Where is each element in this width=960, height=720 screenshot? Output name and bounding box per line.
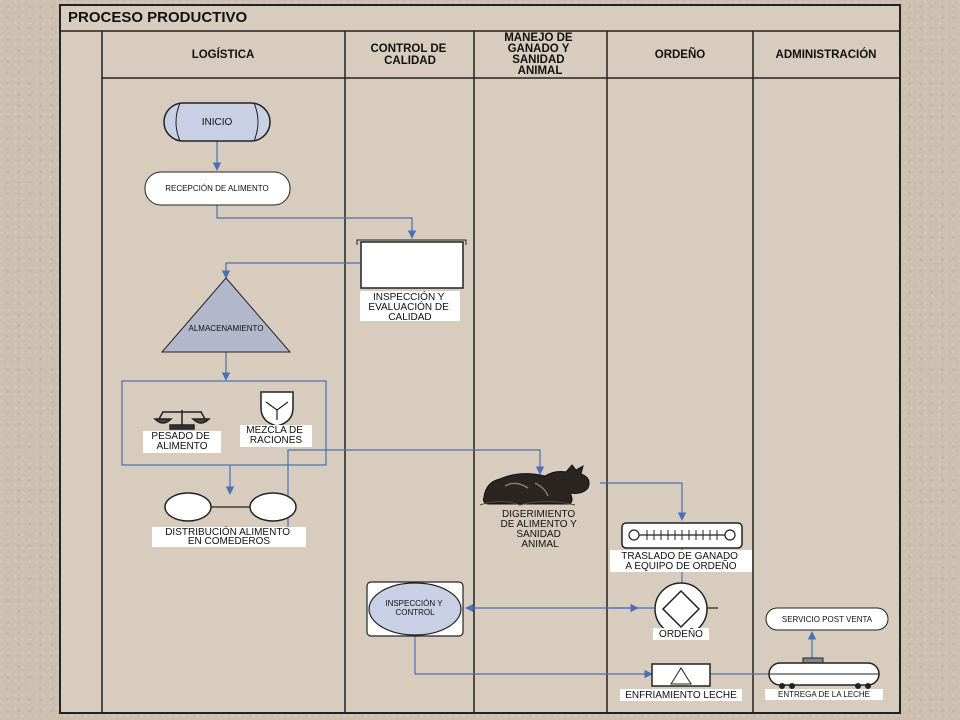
ordeno-label: ORDEÑO	[659, 627, 703, 640]
ordeno-node: ORDEÑO	[653, 582, 718, 640]
lane-header-control-calidad: CONTROL DE CALIDAD	[370, 43, 449, 67]
inicio-label: INICIO	[202, 117, 233, 128]
inspeccion-control-node: INSPECCIÓN Y CONTROL	[366, 581, 464, 637]
servicio-node: SERVICIO POST VENTA	[765, 607, 889, 631]
scale-icon	[153, 410, 211, 430]
diagram-title: PROCESO PRODUCTIVO	[68, 9, 248, 26]
lane-headers: LOGÍSTICA CONTROL DE CALIDAD MANEJO DE G…	[102, 31, 900, 713]
inspeccion-evaluacion-node: INSPECCIÓN Y EVALUACIÓN DE CALIDAD	[356, 239, 467, 323]
recepcion-label: RECEPCIÓN DE ALIMENTO	[165, 184, 268, 193]
traslado-label: TRASLADO DE GANADO A EQUIPO DE ORDEÑO	[621, 551, 740, 572]
pesado-node: PESADO DE ALIMENTO	[143, 410, 221, 453]
enfriamiento-node: ENFRIAMIENTO LECHE	[620, 663, 742, 701]
mezcla-label: MEZCLA DE RACIONES	[246, 425, 305, 446]
lane-header-logistica: LOGÍSTICA	[192, 48, 255, 61]
cow-icon	[479, 464, 590, 506]
enfriamiento-label: ENFRIAMIENTO LECHE	[625, 690, 737, 701]
inspeccion-control-label: INSPECCIÓN Y CONTROL	[385, 599, 444, 617]
lane-header-administracion: ADMINISTRACIÓN	[776, 48, 877, 61]
entrega-label: ENTREGA DE LA LECHE	[778, 690, 870, 699]
inicio-node: INICIO	[163, 102, 271, 142]
lane-header-ordeno: ORDEÑO	[655, 48, 706, 61]
digerimiento-label: DIGERIMIENTO DE ALIMENTO Y SANIDAD ANIMA…	[501, 509, 580, 550]
almacenamiento-node: ALMACENAMIENTO	[160, 277, 292, 353]
recepcion-node: RECEPCIÓN DE ALIMENTO	[144, 171, 291, 206]
connectors	[212, 140, 817, 679]
preparation-group-box	[121, 380, 327, 466]
mezcla-node: MEZCLA DE RACIONES	[240, 391, 312, 447]
pesado-label: PESADO DE ALIMENTO	[151, 431, 212, 452]
distribucion-label: DISTRIBUCIÓN ALIMENTO EN COMEDEROS	[165, 525, 293, 547]
mixer-icon	[260, 391, 294, 427]
digerimiento-node: DIGERIMIENTO DE ALIMENTO Y SANIDAD ANIMA…	[479, 464, 590, 550]
lane-header-manejo-ganado: MANEJO DE GANADO Y SANIDAD ANIMAL	[504, 32, 576, 77]
distribucion-node: DISTRIBUCIÓN ALIMENTO EN COMEDEROS	[152, 492, 306, 547]
almacenamiento-label: ALMACENAMIENTO	[189, 324, 264, 333]
traslado-node: TRASLADO DE GANADO A EQUIPO DE ORDEÑO	[610, 522, 752, 572]
entrega-node: ENTREGA DE LA LECHE	[765, 657, 883, 700]
inspeccion-evaluacion-label: INSPECCIÓN Y EVALUACIÓN DE CALIDAD	[368, 290, 451, 323]
servicio-label: SERVICIO POST VENTA	[782, 615, 873, 624]
tanker-truck-icon	[768, 657, 880, 689]
